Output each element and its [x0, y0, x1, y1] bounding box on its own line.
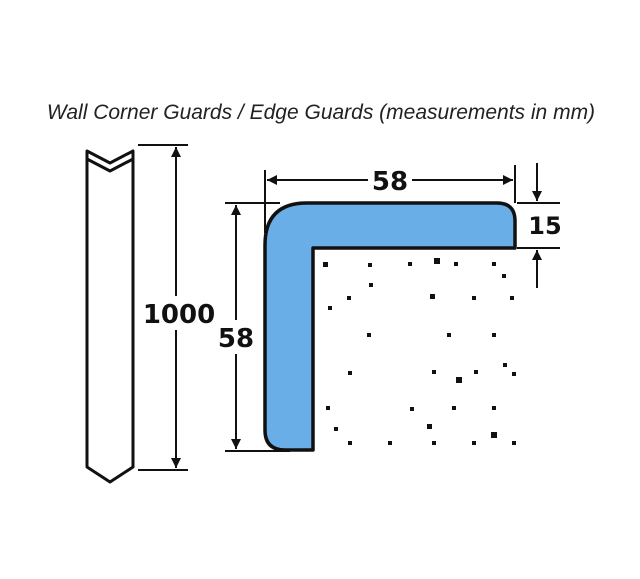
length-dimension: 1000 — [138, 144, 215, 471]
wall-speckle — [491, 432, 497, 438]
wall-speckle — [348, 371, 352, 375]
wall-speckle — [347, 296, 351, 300]
length-label: 1000 — [143, 300, 215, 330]
wall-speckle — [427, 424, 432, 429]
wall-speckle — [368, 263, 372, 267]
wall-speckle — [334, 427, 338, 431]
width-label: 58 — [372, 167, 408, 197]
guard-side-view-icon — [85, 149, 135, 484]
wall-speckle — [472, 296, 476, 300]
wall-speckle — [510, 296, 514, 300]
thickness-dimension: 15 — [517, 163, 562, 288]
wall-speckle — [367, 333, 371, 337]
guard-cross-section-icon — [263, 201, 517, 452]
wall-speckle — [492, 333, 496, 337]
wall-speckle — [410, 407, 414, 411]
wall-speckle — [328, 306, 332, 310]
wall-speckle — [326, 406, 330, 410]
wall-speckle — [348, 441, 352, 445]
wall-speckle — [452, 406, 456, 410]
wall-speckle — [512, 372, 516, 376]
wall-speckle — [492, 262, 496, 266]
wall-speckle — [454, 262, 458, 266]
wall-speckle — [472, 441, 476, 445]
wall-speckle — [492, 406, 496, 410]
width-dimension: 58 — [264, 163, 516, 233]
wall-speckle — [434, 258, 440, 264]
wall-speckle — [447, 333, 451, 337]
wall-speckle — [408, 262, 412, 266]
wall-speckle — [369, 283, 373, 287]
wall-speckle — [474, 370, 478, 374]
wall-speckle — [512, 441, 516, 445]
wall-speckle — [323, 262, 328, 267]
wall-speckle — [432, 441, 436, 445]
wall-speckle — [502, 274, 506, 278]
height-dimension: 58 — [216, 202, 290, 452]
wall-speckle — [456, 377, 462, 383]
wall-speckle — [432, 370, 436, 374]
diagram-title: Wall Corner Guards / Edge Guards (measur… — [47, 101, 595, 124]
wall-speckle — [388, 441, 392, 445]
thickness-label: 15 — [528, 212, 561, 240]
wall-speckle — [503, 363, 507, 367]
height-label: 58 — [218, 324, 254, 354]
speckled-wall-icon — [317, 250, 525, 450]
wall-speckle — [430, 294, 435, 299]
